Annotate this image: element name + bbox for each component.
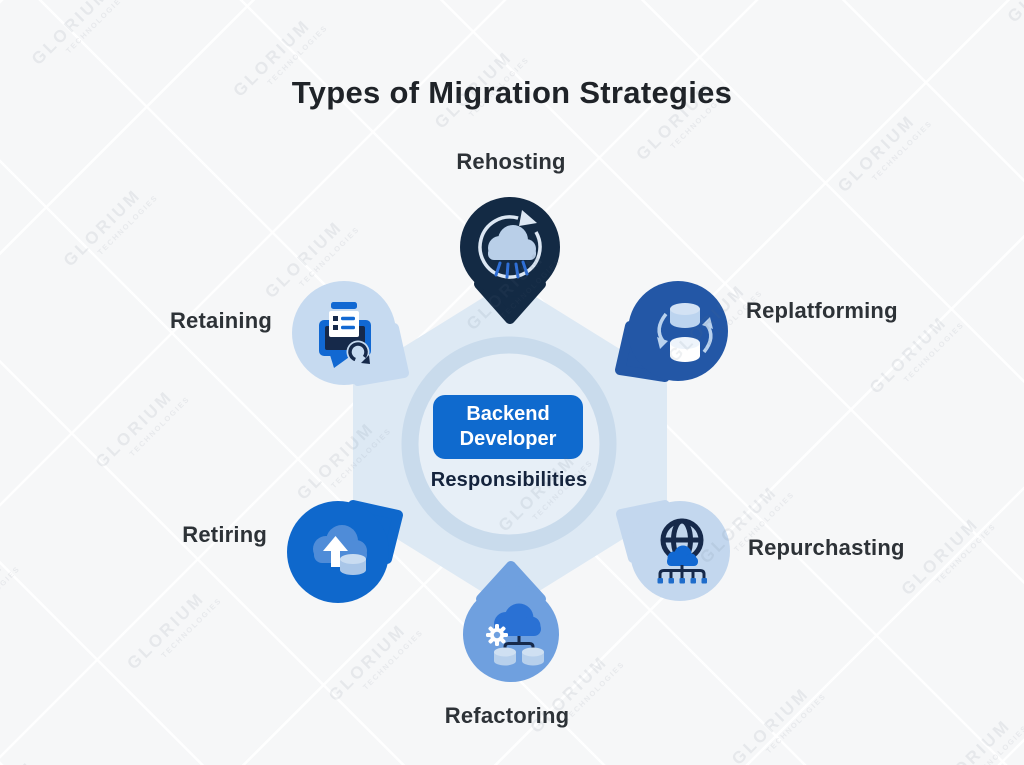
- bubble-refactoring: [463, 561, 559, 682]
- database-swap-icon: [657, 303, 713, 362]
- globe-network-icon: [657, 518, 707, 584]
- label-refactoring: Refactoring: [444, 703, 570, 728]
- bubble-rehosting: [460, 197, 560, 324]
- bubble-replatforming: [615, 281, 728, 382]
- label-retaining: Retaining: [169, 308, 272, 333]
- bubble-repurchasting: [616, 500, 730, 601]
- gear-icon: [486, 624, 508, 646]
- page-title: Types of Migration Strategies: [291, 74, 733, 110]
- cloud-upload-icon: [313, 525, 367, 575]
- monitor-refresh-icon: [319, 302, 371, 368]
- label-rehosting: Rehosting: [456, 149, 566, 174]
- cloud-sync-icon: [478, 210, 542, 279]
- bubble-retaining: [292, 281, 409, 386]
- cloud-gear-icon: [486, 603, 544, 666]
- label-repurchasting: Repurchasting: [748, 535, 905, 560]
- label-retiring: Retiring: [182, 522, 267, 547]
- label-replatforming: Replatforming: [746, 298, 898, 323]
- responsibilities-label: Responsibilities: [430, 469, 588, 491]
- backend-developer-badge: Backend Developer: [433, 395, 583, 459]
- bubble-retiring: [287, 500, 403, 603]
